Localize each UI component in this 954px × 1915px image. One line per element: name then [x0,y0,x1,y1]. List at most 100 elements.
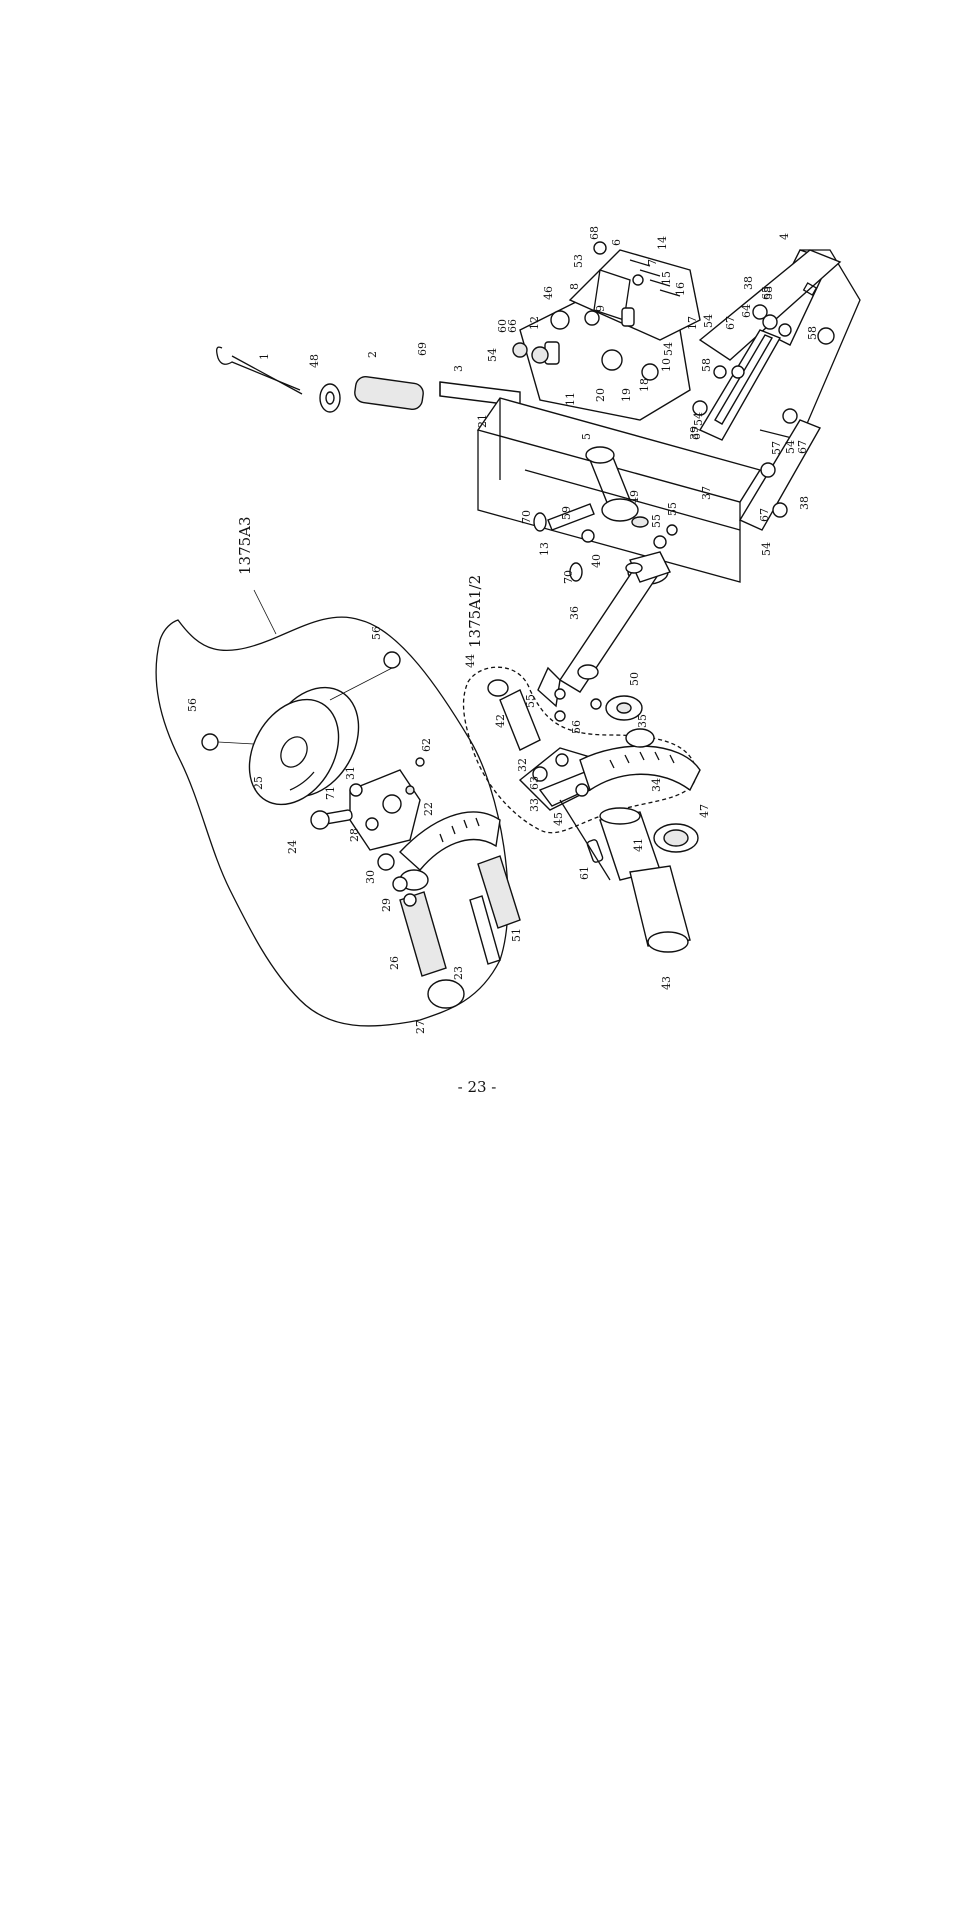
callout-6: 6 [610,239,623,246]
callout-25: 25 [252,776,265,790]
callout-33: 33 [528,798,541,812]
screw-cluster [692,304,835,518]
hook-rod-part [216,346,301,391]
callout-18: 18 [638,378,651,392]
page-number: - 23 - [457,1078,497,1096]
callout-15: 15 [660,271,673,285]
subassembly-a1-2 [462,666,701,834]
callout-67: 67 [690,426,703,440]
callout-23: 23 [452,966,465,980]
guide-plate-part [738,419,822,531]
callout-7: 7 [646,259,659,266]
knob-part [399,891,447,977]
screw-part [201,651,401,751]
callout-50: 50 [628,672,641,686]
callout-16: 16 [674,282,687,296]
callout-31: 31 [344,766,357,780]
callout-3: 3 [452,365,465,372]
spring-part-lower [477,855,521,929]
callout-60: 60 [496,319,509,333]
callout-56: 56 [186,698,199,712]
callout-45: 45 [552,812,565,826]
subassembly-outline [462,666,697,834]
callout-38: 38 [798,496,811,510]
callout-54: 54 [692,412,705,426]
callout-42: 42 [494,714,507,728]
callout-39: 39 [688,426,701,440]
callout-58: 58 [806,326,819,340]
lower-shaft-assembly [559,799,699,953]
callout-10: 10 [660,358,673,372]
rail-part [476,397,762,503]
callout-8: 8 [568,283,581,290]
pin-part [547,503,595,531]
callout-54: 54 [662,342,675,356]
spring-part [354,375,424,411]
callout-17: 17 [686,316,699,330]
callout-68: 68 [588,226,601,240]
callout-28: 28 [348,828,361,842]
callout-58: 58 [700,358,713,372]
callout-56: 56 [570,720,583,734]
assembly-label-a1-2: 1375A1/2 [466,575,484,648]
callout-59: 59 [560,506,573,520]
callout-54: 54 [702,314,715,328]
callout-26: 26 [388,956,401,970]
callout-1: 1 [258,353,271,360]
callout-34: 34 [650,778,663,792]
callout-27: 27 [414,1020,427,1034]
callout-57: 57 [770,441,783,455]
callout-65: 65 [760,286,773,300]
callout-51: 51 [510,928,523,942]
callout-61: 61 [578,866,591,880]
callout-66: 66 [506,319,519,333]
subassembly-a3 [155,589,521,1027]
callout-67: 67 [796,440,809,454]
callout-21: 21 [476,414,489,428]
callout-12: 12 [528,316,541,330]
callout-24: 24 [286,840,299,854]
callout-46: 46 [542,286,555,300]
callout-67: 67 [724,316,737,330]
arc-lever-part [579,745,701,792]
callout-40: 40 [590,554,603,568]
callout-30: 30 [364,870,377,884]
connecting-arm-assembly [537,551,671,708]
callout-62: 62 [420,738,433,752]
callout-71: 71 [324,786,337,800]
callout-43: 43 [660,976,673,990]
carriage-assembly [216,241,861,585]
callout-70: 70 [562,570,575,584]
callout-14: 14 [656,236,669,250]
callout-58: 58 [762,286,775,300]
callout-67: 67 [758,508,771,522]
callout-55: 55 [666,502,679,516]
callout-54: 54 [784,440,797,454]
callout-55: 55 [524,694,537,708]
callout-41: 41 [632,838,645,852]
callout-35: 35 [636,714,649,728]
callout-49: 49 [628,490,641,504]
callout-13: 13 [538,542,551,556]
callout-20: 20 [594,388,607,402]
callout-32: 32 [516,758,529,772]
callout-5: 5 [580,433,593,440]
callout-29: 29 [380,898,393,912]
callout-47: 47 [698,804,711,818]
callout-54: 54 [486,348,499,362]
callout-56: 56 [370,626,383,640]
assembly-label-a3: 1375A3 [236,516,254,575]
callout-37: 37 [700,486,713,500]
callout-64: 64 [740,304,753,318]
callout-44: 44 [464,654,477,668]
callout-54: 54 [760,542,773,556]
callout-55: 55 [650,514,663,528]
callout-9: 9 [594,305,607,312]
callout-70: 70 [520,510,533,524]
callout-2: 2 [366,351,379,358]
callout-19: 19 [620,388,633,402]
callout-63: 63 [528,776,541,790]
callout-69: 69 [416,342,429,356]
